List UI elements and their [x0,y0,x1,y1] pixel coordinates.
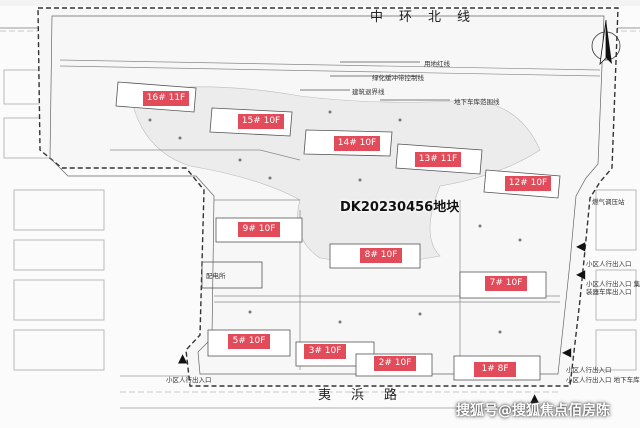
building-13: 13# 11F [415,152,461,167]
neighbour-buildings-east [595,189,637,371]
triangle-arrow-icon: ▲ [530,391,540,405]
entrance-ped-se-label: 小区人行出入口 [566,366,612,374]
gas-station-label: 燃气调压站 [592,198,625,206]
building-2: 2# 10F [374,356,416,371]
building-14: 14# 10F [334,136,380,151]
building-5: 5# 10F [228,334,270,349]
north-arrow-icon [591,19,621,66]
legend-setback: 建筑退界线 [352,88,385,96]
triangle-arrow-icon: ▲ [178,351,188,365]
legend-green-buffer: 绿化缓冲带控制线 [372,74,424,82]
triangle-arrow-icon: ◀ [562,345,572,359]
triangle-arrow-icon: ◀ [576,239,586,253]
building-3: 3# 10F [304,344,346,359]
building-15: 15# 10F [238,114,284,129]
building-12: 12# 10F [505,176,551,191]
power-room-outline [201,261,263,289]
building-8: 8# 10F [360,248,402,263]
entrance-ped-sw-label: 小区人行出入口 [166,376,212,384]
entrance-mixed-se-label: 小区人行出入口 地下车库出入口 [566,376,640,384]
building-1: 1# 8F [474,362,516,377]
plot-title: DK20230456地块 [340,200,460,215]
legend-underground-garage: 地下车库范围线 [454,98,500,106]
legend-leaders [300,61,450,101]
road-label-north: 中环北线 [370,10,487,25]
entrance-mixed-east-label: 小区人行出入口 集装器车库出入口 [586,280,640,296]
building-9: 9# 10F [238,222,280,237]
tree-markers [148,110,522,334]
building-7: 7# 10F [485,276,527,291]
legend-red-line: 用地红线 [424,60,450,68]
building-16: 16# 11F [143,91,189,106]
watermark: 搜狐号@搜狐焦点佰房陈 [456,403,610,419]
road-label-south: 夷浜路 [318,388,418,403]
triangle-arrow-icon: ◀ [576,267,586,281]
entrance-ped-east-label: 小区人行出入口 [586,260,632,268]
power-room-label: 配电所 [206,272,226,280]
